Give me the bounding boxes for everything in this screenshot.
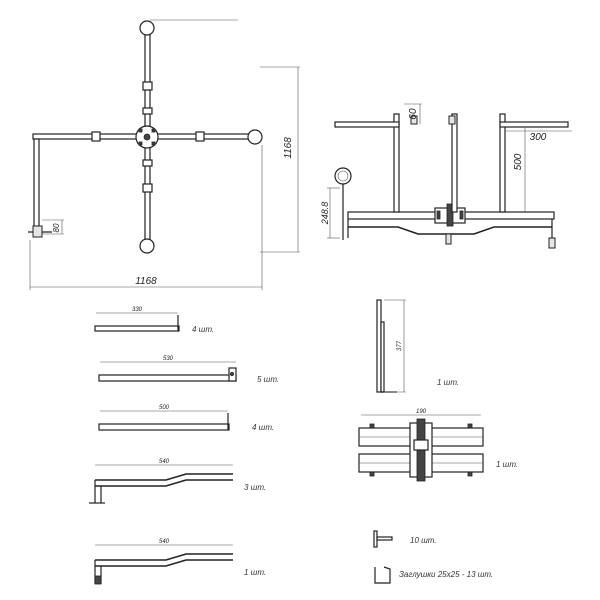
part-bar: [98, 423, 230, 431]
part-dim-label: 540: [159, 459, 170, 465]
part-bar: [94, 325, 180, 332]
top-view: 1168 1168 80: [28, 19, 300, 290]
arm-clamp: [91, 131, 101, 142]
side-center-foot: [445, 233, 452, 245]
hub-bolt: [138, 141, 143, 146]
plug-label: Заглушки 25х25 - 13 шт.: [399, 570, 493, 579]
right-parts: 377 1 шт. 190 1 шт. 10 шт.: [358, 299, 518, 584]
dim-side-248: 248.8: [320, 202, 330, 226]
part-dim-label: 530: [163, 356, 174, 362]
side-ring-inner: [337, 170, 349, 182]
part-bolt: 10 шт.: [373, 530, 437, 548]
side-upright-right: [499, 113, 506, 213]
arm-clamp: [142, 107, 153, 115]
bolt-qty: 10 шт.: [410, 536, 437, 545]
part-qty: 1 шт.: [244, 568, 266, 577]
part-330: 330 4 шт.: [94, 307, 214, 334]
top-end-disc-top: [139, 20, 155, 36]
side-hub-nut: [436, 210, 441, 220]
bolt-shank: [376, 536, 393, 541]
side-arm-right: [499, 121, 569, 128]
part-upright: 377 1 шт.: [376, 299, 459, 393]
side-hub-bolt: [446, 203, 454, 227]
part-dim-label: 540: [159, 539, 170, 545]
part-qty: 4 шт.: [252, 423, 274, 432]
arm-clamp: [142, 183, 153, 193]
upright-dim: 377: [397, 340, 403, 351]
part-qty: 3 шт.: [244, 483, 266, 492]
dim-side-300: 300: [530, 132, 547, 143]
side-ring: [334, 167, 352, 185]
side-upright-left: [393, 113, 400, 213]
dim-top-leg: 80: [52, 223, 61, 232]
dim-side-500: 500: [513, 153, 524, 170]
upright-bar: [376, 299, 382, 393]
part-dim-label: 330: [132, 307, 143, 313]
side-arm-left: [334, 121, 400, 128]
hub-bolt: [151, 128, 156, 133]
top-end-disc-right: [247, 129, 263, 145]
hub-bolt-head: [467, 423, 473, 429]
hub-bolt-head: [369, 471, 375, 477]
part-dim-label: 500: [159, 405, 170, 411]
hub-bolt-head: [467, 471, 473, 477]
part-qty: 5 шт.: [257, 375, 279, 384]
part-qty: 4 шт.: [192, 325, 214, 334]
upright-sleeve: [380, 321, 385, 393]
part-bent-bar: [95, 473, 233, 481]
hub-nut: [413, 439, 429, 451]
hub-qty: 1 шт.: [496, 460, 518, 469]
part-foot-block: [94, 575, 102, 585]
part-hole: [229, 371, 234, 376]
part-540-a: 540 3 шт.: [89, 459, 266, 504]
part-500: 500 4 шт.: [98, 405, 274, 432]
side-hub-nut: [459, 210, 464, 220]
arm-clamp: [142, 159, 153, 167]
side-lower-bar: [348, 226, 552, 235]
arm-clamp: [142, 81, 153, 91]
part-530: 530 5 шт.: [98, 356, 279, 384]
part-bent-bar: [95, 479, 233, 487]
part-540-b: 540 1 шт.: [94, 539, 266, 585]
top-end-disc-bottom: [139, 238, 155, 254]
side-upright-center: [451, 113, 458, 213]
dim-top-width: 1168: [135, 276, 157, 287]
part-hub-assembly: 190 1 шт.: [358, 409, 518, 482]
hub-bolt: [151, 141, 156, 146]
part-bar: [98, 374, 237, 382]
hub-bolt-head: [369, 423, 375, 429]
dim-side-60: 60: [408, 108, 419, 120]
side-arm-cap: [410, 115, 418, 125]
side-view: 60 300 500 248.8: [320, 103, 572, 249]
plug-shape: [374, 566, 391, 584]
part-plug: Заглушки 25х25 - 13 шт.: [374, 566, 493, 584]
dim-top-height: 1168: [283, 137, 294, 159]
upright-qty: 1 шт.: [437, 378, 459, 387]
arm-clamp: [195, 131, 205, 142]
side-right-foot-block: [548, 237, 556, 249]
top-leg-foot-block: [32, 225, 43, 238]
parts-list: 330 4 шт. 530 5 шт. 500 4 шт. 540: [89, 307, 279, 585]
part-bent-bar: [95, 559, 233, 567]
top-hub-bolt: [143, 133, 151, 141]
hub-bolt: [138, 128, 143, 133]
part-bent-bar: [95, 553, 233, 561]
top-left-leg: [33, 138, 40, 232]
hub-dim: 190: [416, 409, 427, 415]
side-arm-cap: [448, 115, 456, 125]
